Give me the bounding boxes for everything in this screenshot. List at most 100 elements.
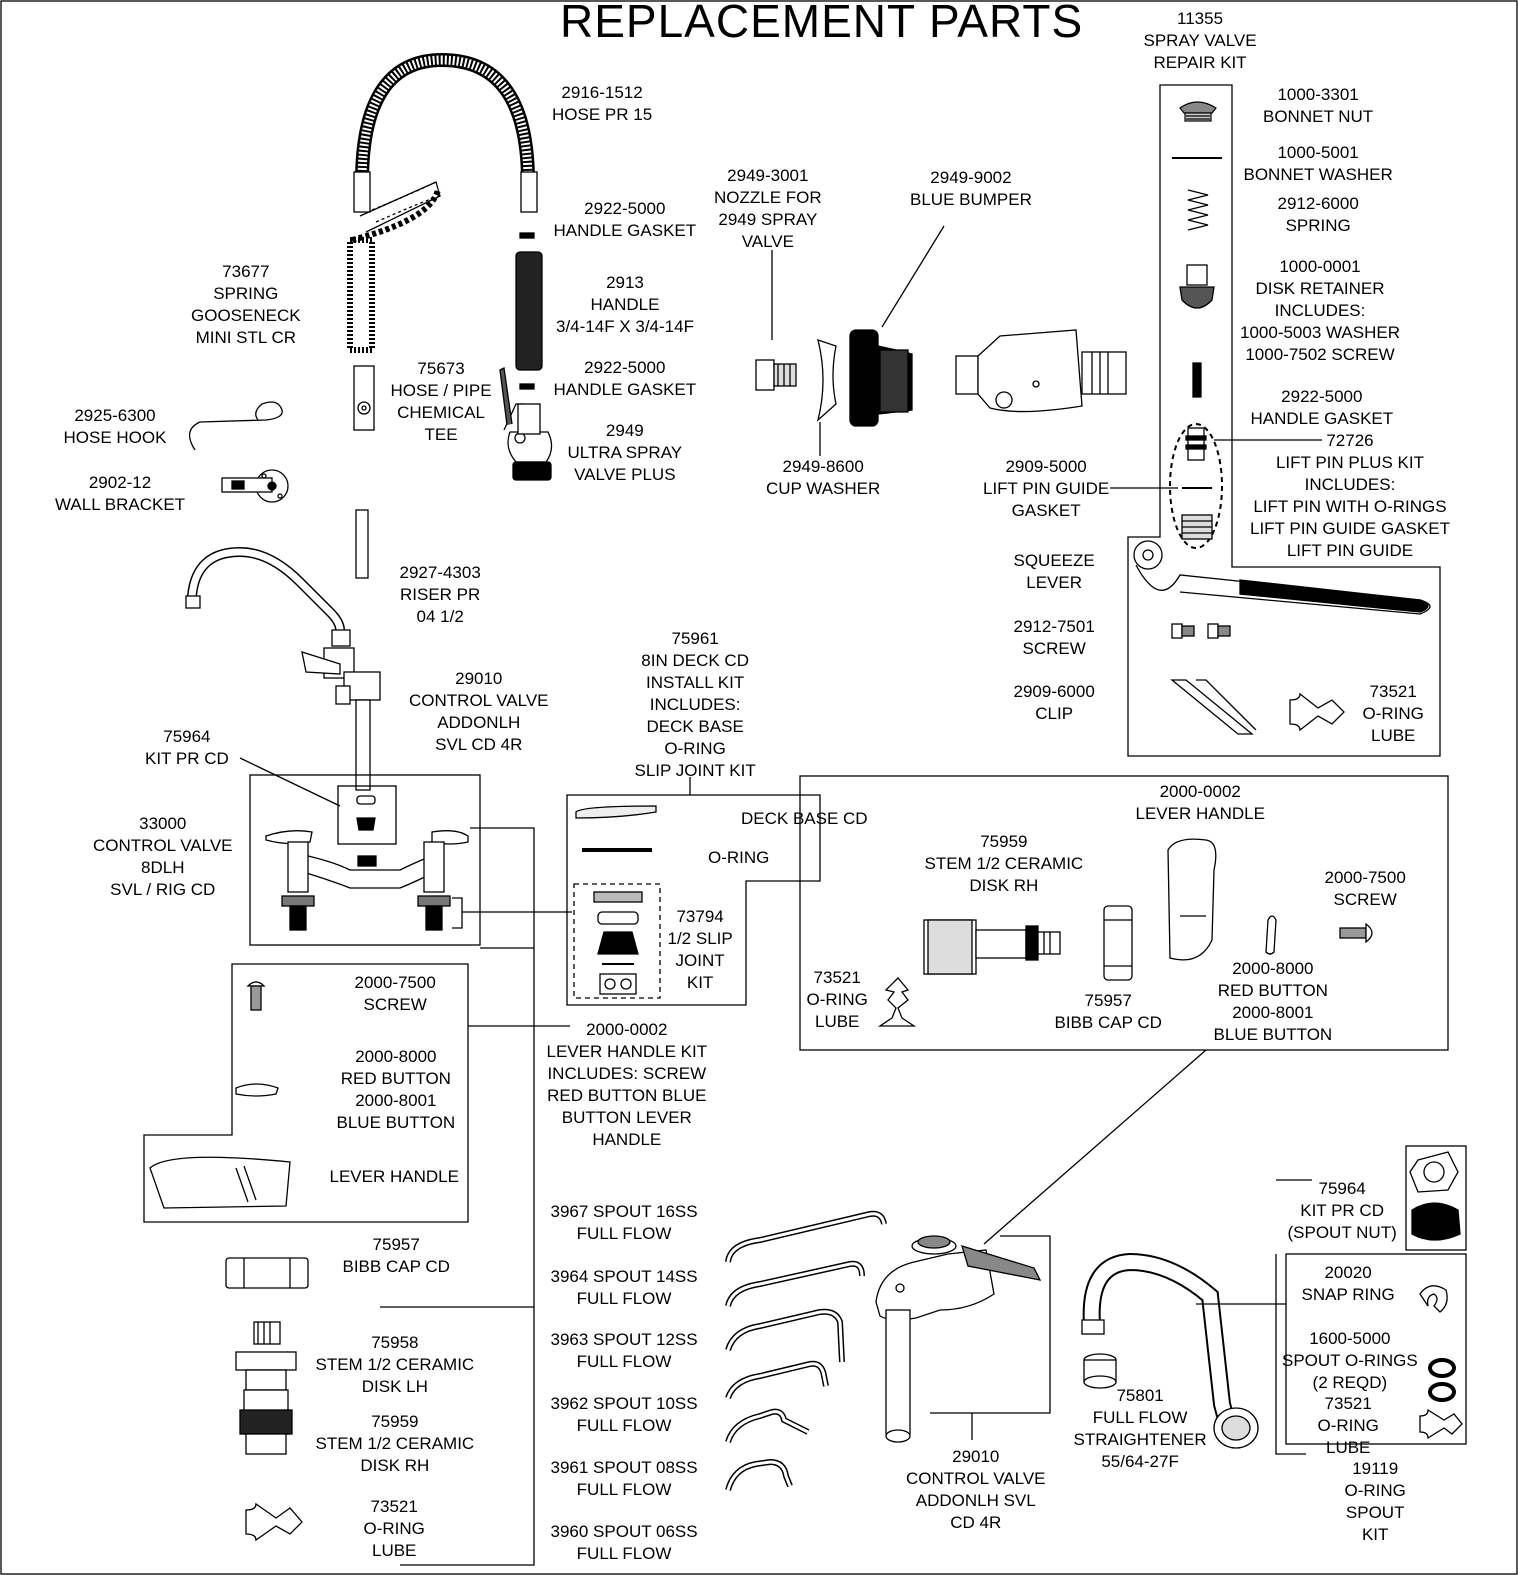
lift-pin-part <box>1185 427 1207 461</box>
label-line: FULL FLOW <box>576 1416 672 1435</box>
hose-coil <box>359 181 441 233</box>
ultra-spray-valve-part <box>499 367 553 481</box>
control-valve-33000-frame <box>249 774 481 946</box>
label-line: 75673 <box>417 359 465 378</box>
spray-valve-body-part <box>955 329 1127 413</box>
deck-install-kit-frame <box>566 794 821 1006</box>
label-line: 2000-8000 <box>1232 959 1314 978</box>
label-line: 2922-5000 <box>584 199 666 218</box>
handle-2913-part <box>515 251 543 371</box>
label-line: O-RING <box>363 1519 425 1538</box>
label-line: RISER PR <box>400 585 481 604</box>
label-line: INCLUDES: <box>1304 475 1396 494</box>
label-line: 73521 <box>1324 1394 1372 1413</box>
label-line: LUBE <box>814 1012 860 1031</box>
label-line: 2000-8000 <box>355 1047 437 1066</box>
label-line: 2913 <box>606 273 644 292</box>
label-line: 2949 <box>605 421 644 440</box>
label-line: BIBB CAP CD <box>342 1257 450 1276</box>
label-line: HANDLE GASKET <box>553 380 697 399</box>
label-line: 75964 <box>163 727 211 746</box>
label-line: 3964 SPOUT 14SS <box>550 1267 698 1286</box>
label-line: 2000-8001 <box>1232 1003 1314 1022</box>
label-line: 2949-8600 <box>782 457 864 476</box>
label-line: HOSE HOOK <box>63 428 167 447</box>
leader <box>881 225 945 328</box>
riser-part <box>355 509 369 579</box>
lever-handle-r-frame <box>799 775 1449 1051</box>
oring-lube-tube-b <box>245 1502 303 1542</box>
label-line: BONNET NUT <box>1263 107 1374 126</box>
gasket-bar-part <box>1192 362 1202 398</box>
oring-lube-tube-a <box>1289 692 1345 732</box>
label-line: GASKET <box>1011 501 1081 520</box>
slip-joint-part <box>593 891 643 995</box>
oring-lube-tube-d <box>1419 1408 1463 1440</box>
label-line: BLUE BUTTON <box>1213 1025 1333 1044</box>
lift-pin-guide-part <box>1181 514 1213 540</box>
control-valve-29010-part <box>301 647 381 791</box>
label-line: DISK RH <box>969 876 1039 895</box>
bracket <box>1275 1254 1306 1455</box>
label-line: O-RING <box>664 739 726 758</box>
label-line: 2912-6000 <box>1277 194 1359 213</box>
label-line: 2902-12 <box>88 473 152 492</box>
label-line: DISK LH <box>361 1377 428 1396</box>
label-line: 2949 SPRAY <box>718 210 818 229</box>
label-line: KIT <box>686 973 714 992</box>
label-line: KIT <box>1361 1525 1389 1544</box>
label-line: SLIP JOINT KIT <box>634 761 756 780</box>
short-spout-part <box>187 546 345 631</box>
lever-handle-kit-frame <box>143 963 469 1223</box>
label-line: FULL FLOW <box>576 1544 672 1563</box>
label-line: NOZZLE FOR <box>714 188 822 207</box>
label-line: O-RING <box>1317 1416 1379 1435</box>
spout-oring-part <box>1428 1358 1456 1378</box>
label-line: DECK BASE <box>646 717 744 736</box>
label-line: DISK RETAINER <box>1255 279 1385 298</box>
screws-part <box>1171 623 1231 639</box>
stem-lh-part <box>235 1321 297 1455</box>
label-line: BONNET WASHER <box>1243 165 1393 184</box>
label-line: 75964 <box>1318 1179 1366 1198</box>
label-line: SCREW <box>1022 639 1086 658</box>
label-line: 2909-6000 <box>1013 682 1095 701</box>
label-line: SCREW <box>363 995 427 1014</box>
leader <box>239 757 341 807</box>
label-line: 2909-5000 <box>1005 457 1087 476</box>
bracket <box>452 897 463 929</box>
label-line: CUP WASHER <box>766 479 881 498</box>
label-line: MINI STL CR <box>195 328 297 347</box>
label-line: BLUE BUTTON <box>336 1113 456 1132</box>
label-line: CONTROL VALVE <box>93 836 233 855</box>
spout-nut-box <box>1405 1145 1467 1251</box>
label-line: 75961 <box>671 629 719 648</box>
leader <box>400 827 535 1566</box>
label-line: LEVER HANDLE <box>1135 804 1265 823</box>
lever-handle-part-r <box>1167 838 1217 961</box>
label-line: STEM 1/2 CERAMIC <box>924 854 1084 873</box>
label-line: KIT PR CD <box>145 749 229 768</box>
snap-ring-part <box>1419 1285 1448 1313</box>
label-line: 20020 <box>1324 1263 1372 1282</box>
label-line: ADDONLH <box>437 713 521 732</box>
label-line: LEVER HANDLE KIT <box>546 1042 708 1061</box>
label-line: ULTRA SPRAY <box>567 443 683 462</box>
